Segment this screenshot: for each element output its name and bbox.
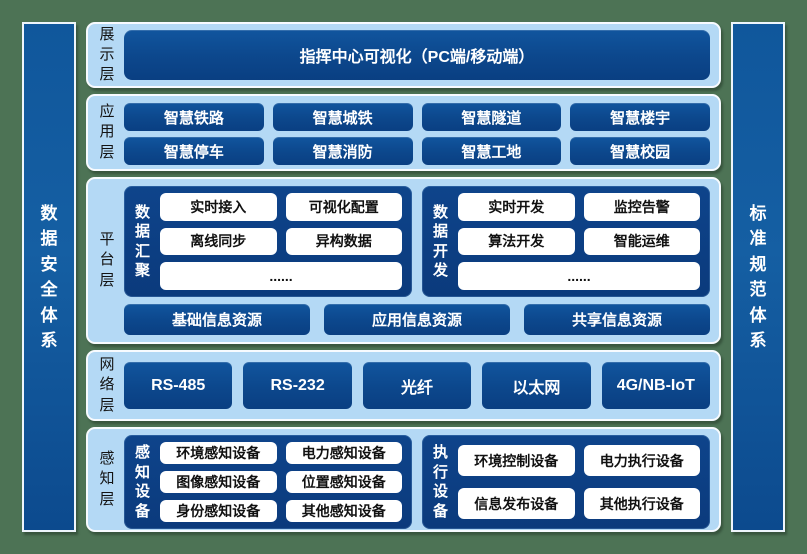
layer-stack: 展示层 指挥中心可视化（PC端/移动端） 应用层 智慧铁路 智慧城铁 智慧隧道 … [86, 22, 721, 532]
device-box: 身份感知设备 [160, 500, 277, 522]
platform-subbox-more: ...... [458, 262, 700, 290]
standards-bar: 标准规范体系 [731, 22, 785, 532]
app-box: 智慧消防 [272, 137, 413, 165]
network-box: 4G/NB-IoT [601, 362, 710, 409]
app-box: 智慧城铁 [272, 103, 413, 131]
resource-box: 应用信息资源 [324, 304, 510, 335]
command-center-box: 指挥中心可视化（PC端/移动端） [124, 30, 710, 80]
data-aggregation-grid: 实时接入 可视化配置 离线同步 异构数据 ...... [160, 193, 402, 290]
execution-devices-grid: 环境控制设备 电力执行设备 信息发布设备 其他执行设备 [458, 442, 700, 522]
information-resources-row: 基础信息资源 应用信息资源 共享信息资源 [124, 304, 710, 335]
app-box: 智慧楼宇 [570, 103, 710, 131]
network-box: 光纤 [362, 362, 472, 409]
platform-layer-panel: 平台层 数据汇聚 实时接入 可视化配置 离线同步 异构数据 ...... [86, 177, 721, 344]
sensing-devices-label: 感知设备 [134, 444, 150, 520]
platform-subbox: 实时接入 [160, 193, 277, 221]
platform-subbox: 离线同步 [160, 227, 277, 256]
device-box: 电力感知设备 [285, 442, 402, 464]
platform-subbox: 智能运维 [583, 227, 700, 256]
network-box: RS-485 [124, 362, 233, 409]
data-development-group: 数据开发 实时开发 监控告警 算法开发 智能运维 ...... [422, 186, 710, 297]
network-box: 以太网 [482, 362, 591, 409]
perception-groups: 感知设备 环境感知设备 电力感知设备 图像感知设备 位置感知设备 身份感知设备 … [124, 434, 710, 529]
app-box: 智慧铁路 [124, 103, 264, 131]
device-box: 环境感知设备 [160, 442, 277, 464]
data-development-label: 数据开发 [432, 203, 448, 280]
platform-layer-body: 数据汇聚 实时接入 可视化配置 离线同步 异构数据 ...... 数据开发 实时… [124, 184, 710, 337]
app-box: 智慧停车 [124, 137, 264, 165]
app-box: 智慧校园 [570, 137, 710, 165]
application-grid: 智慧铁路 智慧城铁 智慧隧道 智慧楼宇 智慧停车 智慧消防 智慧工地 智慧校园 [124, 101, 710, 165]
platform-subbox: 监控告警 [583, 193, 700, 221]
device-box: 环境控制设备 [458, 445, 575, 476]
platform-subbox: 实时开发 [458, 193, 575, 221]
data-development-grid: 实时开发 监控告警 算法开发 智能运维 ...... [458, 193, 700, 290]
presentation-layer-body: 指挥中心可视化（PC端/移动端） [124, 29, 710, 81]
platform-subbox: 算法开发 [458, 227, 575, 256]
device-box: 电力执行设备 [583, 445, 700, 476]
platform-groups: 数据汇聚 实时接入 可视化配置 离线同步 异构数据 ...... 数据开发 实时… [124, 186, 710, 297]
platform-layer-label: 平台层 [99, 231, 115, 289]
device-box: 图像感知设备 [160, 471, 277, 493]
sensing-devices-grid: 环境感知设备 电力感知设备 图像感知设备 位置感知设备 身份感知设备 其他感知设… [160, 442, 402, 522]
device-box: 其他执行设备 [583, 488, 700, 519]
device-box: 信息发布设备 [458, 488, 575, 519]
application-layer-panel: 应用层 智慧铁路 智慧城铁 智慧隧道 智慧楼宇 智慧停车 智慧消防 智慧工地 智… [86, 94, 721, 171]
presentation-layer-panel: 展示层 指挥中心可视化（PC端/移动端） [86, 22, 721, 88]
device-box: 其他感知设备 [285, 500, 402, 522]
resource-box: 基础信息资源 [124, 304, 310, 335]
data-aggregation-label: 数据汇聚 [134, 203, 150, 280]
perception-layer-panel: 感知层 感知设备 环境感知设备 电力感知设备 图像感知设备 位置感知设备 身份感… [86, 427, 721, 532]
platform-subbox: 异构数据 [285, 227, 402, 256]
execution-devices-label: 执行设备 [432, 444, 448, 520]
platform-subbox: 可视化配置 [285, 193, 402, 221]
network-layer-panel: 网络层 RS-485 RS-232 光纤 以太网 4G/NB-IoT [86, 350, 721, 421]
data-aggregation-group: 数据汇聚 实时接入 可视化配置 离线同步 异构数据 ...... [124, 186, 412, 297]
network-box: RS-232 [243, 362, 352, 409]
data-security-label: 数据安全体系 [40, 203, 58, 351]
app-box: 智慧隧道 [421, 103, 562, 131]
execution-devices-group: 执行设备 环境控制设备 电力执行设备 信息发布设备 其他执行设备 [422, 435, 710, 529]
network-layer-label: 网络层 [99, 356, 115, 414]
application-layer-label: 应用层 [99, 103, 115, 161]
sensing-devices-group: 感知设备 环境感知设备 电力感知设备 图像感知设备 位置感知设备 身份感知设备 … [124, 435, 412, 529]
platform-subbox-more: ...... [160, 262, 402, 290]
perception-layer-label: 感知层 [99, 450, 115, 508]
device-box: 位置感知设备 [285, 471, 402, 493]
app-box: 智慧工地 [421, 137, 562, 165]
data-security-bar: 数据安全体系 [22, 22, 76, 532]
presentation-layer-label: 展示层 [99, 25, 115, 84]
standards-label: 标准规范体系 [749, 203, 767, 351]
network-grid: RS-485 RS-232 光纤 以太网 4G/NB-IoT [124, 357, 710, 414]
resource-box: 共享信息资源 [524, 304, 710, 335]
